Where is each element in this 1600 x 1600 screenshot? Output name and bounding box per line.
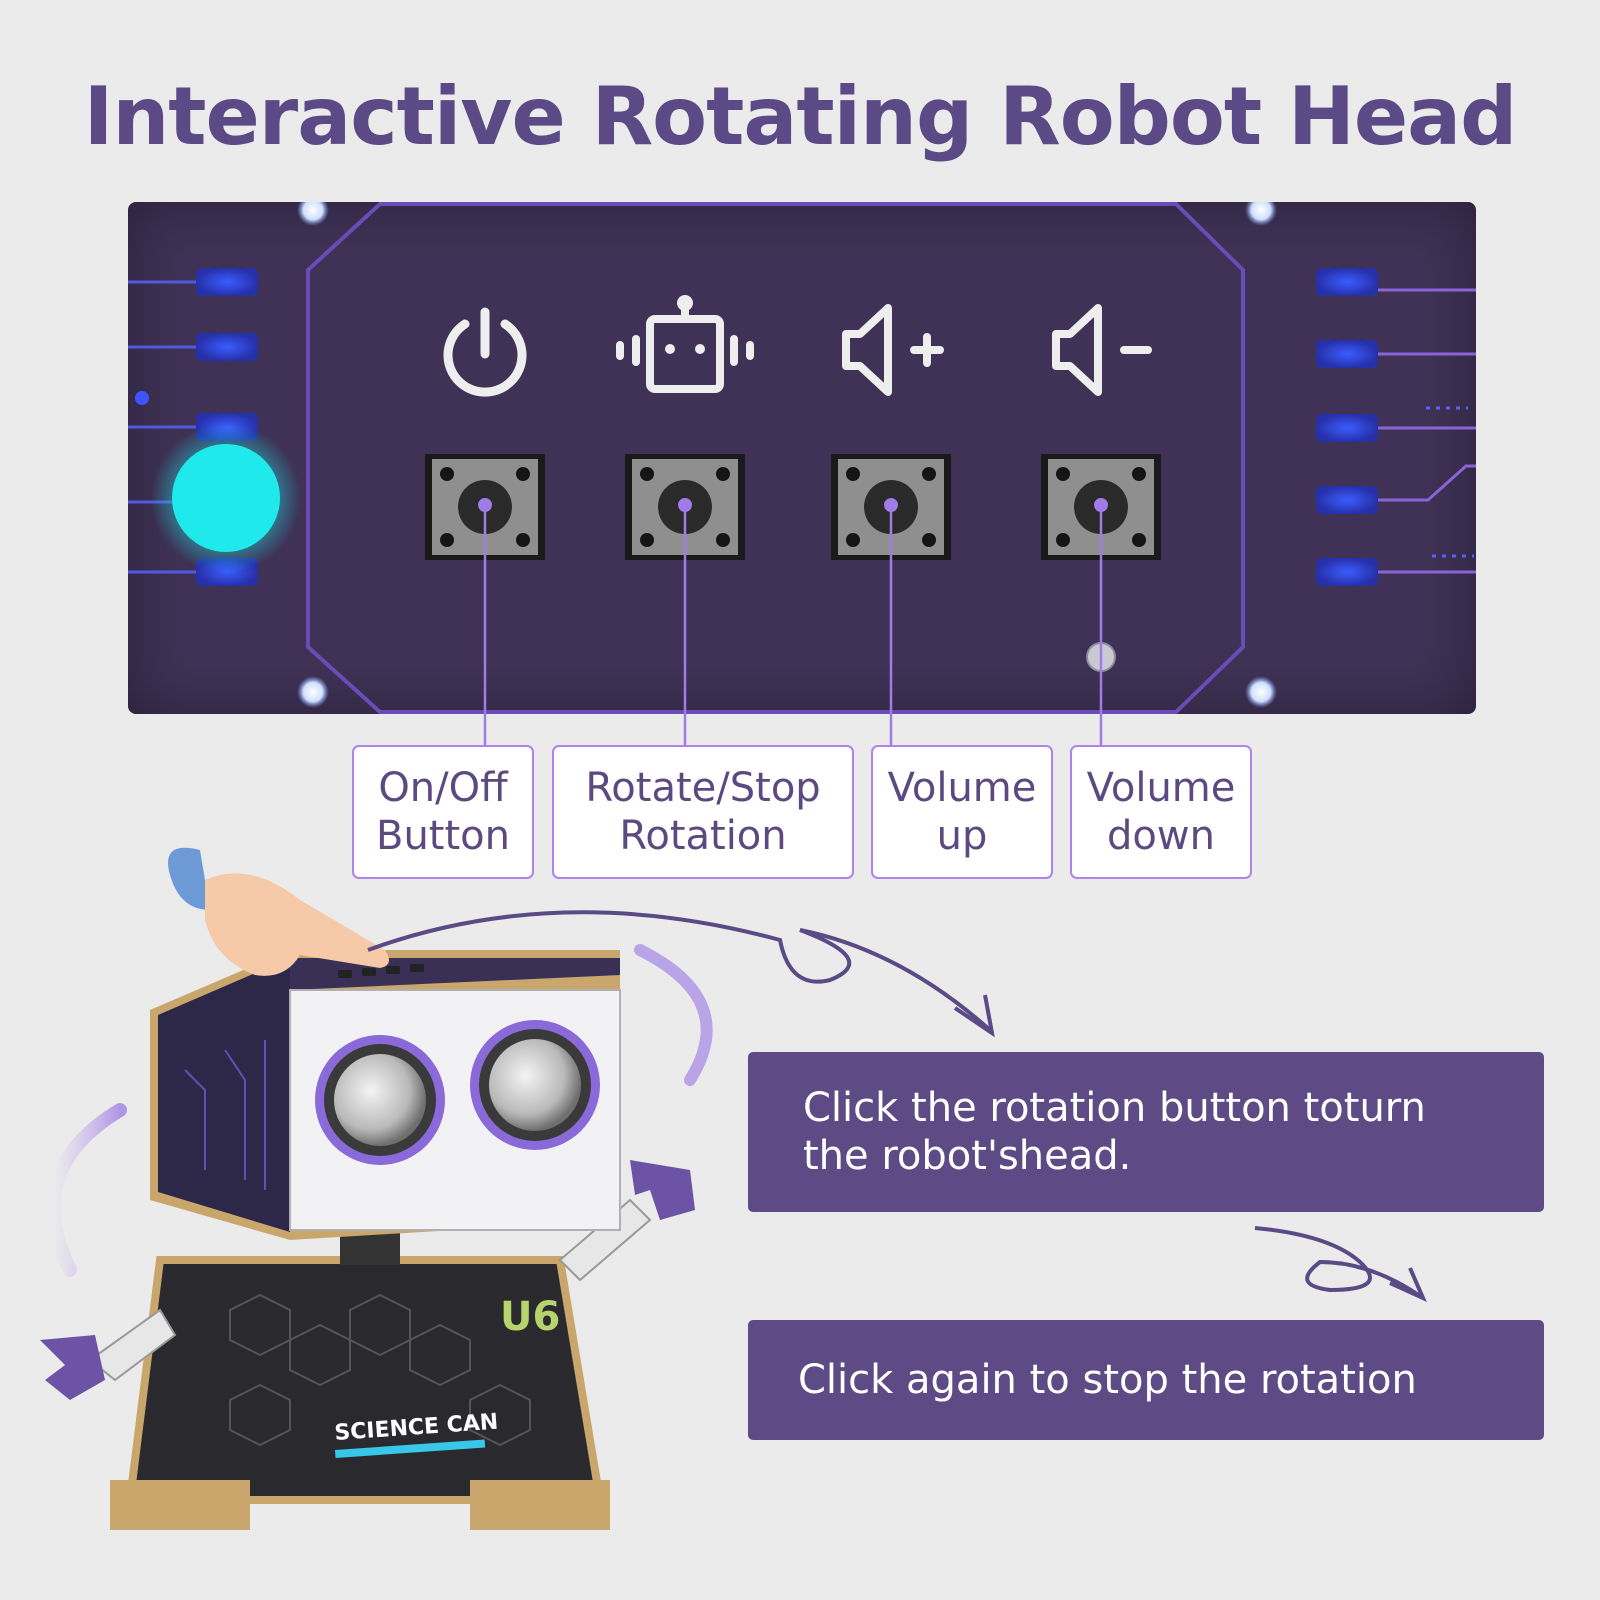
svg-text:U6: U6 — [500, 1294, 560, 1340]
robot-illustration: U6 SCIENCE CAN — [40, 847, 713, 1530]
volume-down-icon — [1052, 304, 1152, 396]
volume-up-icon — [842, 304, 944, 396]
page-title: Interactive Rotating Robot Head — [83, 70, 1518, 163]
robot-head — [150, 950, 621, 1240]
callout-on-off: On/Off Button — [352, 745, 534, 879]
robot-arms — [40, 1160, 695, 1400]
callout-label: Rotate/Stop Rotation — [585, 765, 821, 859]
right-traces — [1316, 268, 1476, 586]
arrow-curve-icon — [1254, 1226, 1422, 1298]
robot-body: U6 SCIENCE CAN — [110, 1256, 610, 1530]
volume-up-switch[interactable] — [831, 454, 951, 560]
power-icon — [443, 307, 527, 397]
arrow-head-icon — [953, 994, 995, 1038]
callout-volume-down: Volume down — [1070, 745, 1252, 879]
callout-rotate-stop: Rotate/Stop Rotation — [552, 745, 854, 879]
left-traces — [128, 268, 301, 586]
instruction-banner-2: Click again to stop the rotation — [748, 1320, 1544, 1440]
on-off-switch[interactable] — [425, 454, 545, 560]
rotate-switch[interactable] — [625, 454, 745, 560]
callout-label: On/Off Button — [376, 765, 510, 859]
callout-label: Volume down — [1086, 765, 1236, 859]
callout-volume-up: Volume up — [871, 745, 1053, 879]
status-led-icon — [172, 444, 280, 552]
callout-label: Volume up — [887, 765, 1037, 859]
circuit-board-panel — [128, 202, 1476, 714]
robot-face-icon — [616, 295, 754, 393]
arrow-head-icon — [1389, 1267, 1427, 1302]
volume-down-switch[interactable] — [1041, 454, 1161, 560]
instruction-text-1: Click the rotation button toturn the rob… — [803, 1085, 1426, 1179]
instruction-text-2: Click again to stop the rotation — [798, 1357, 1417, 1403]
pointing-hand-icon — [168, 847, 389, 976]
instruction-banner-1: Click the rotation button toturn the rob… — [748, 1052, 1544, 1212]
